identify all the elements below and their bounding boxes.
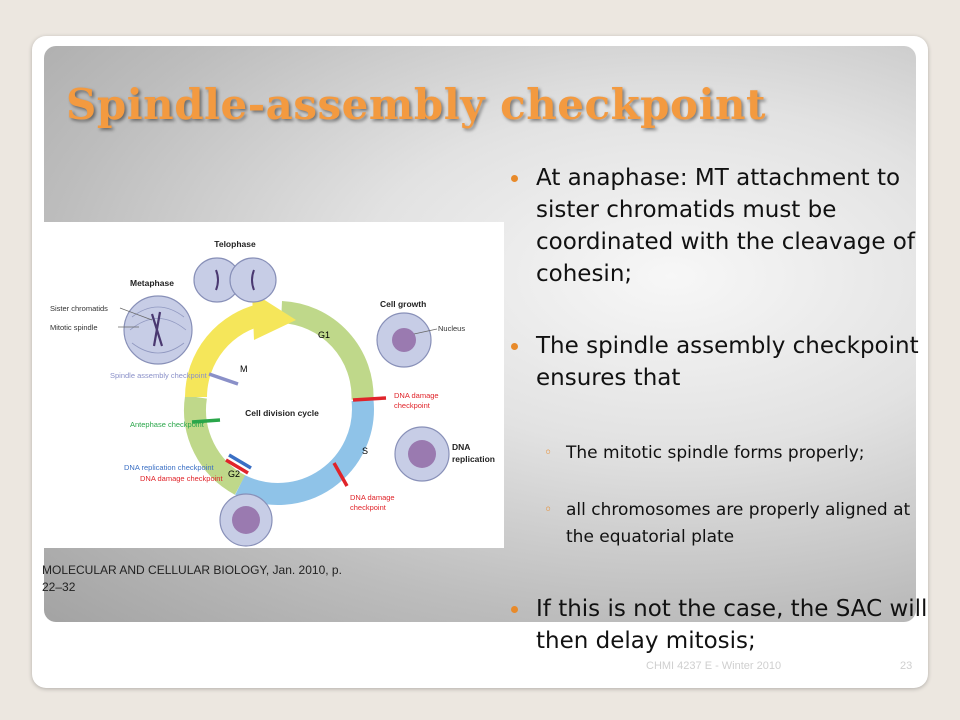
bullet-dot-icon xyxy=(511,606,518,613)
slide-page-number: 23 xyxy=(900,660,913,672)
telophase-cell-icon xyxy=(193,257,277,303)
dna-damage-checkpoint-tick-g1 xyxy=(352,396,387,402)
cell-cycle-figure: G1 S G2 M Cell division cycle Telophase … xyxy=(44,222,504,548)
s-phase-segment xyxy=(235,398,374,505)
sub-bullet-item: ◦ The mitotic spindle forms properly; xyxy=(510,440,940,467)
phase-label-m: M xyxy=(240,364,248,374)
phase-label-g1: G1 xyxy=(318,330,330,340)
dna-damage-g1-label-line2: checkpoint xyxy=(394,401,431,410)
dna-damage-checkpoint-tick-s xyxy=(332,462,349,487)
bullet-list: At anaphase: MT attachment to sister chr… xyxy=(510,162,940,657)
bullet-text: The spindle assembly checkpoint ensures … xyxy=(536,333,919,391)
sister-chromatids-label: Sister chromatids xyxy=(50,304,108,313)
antephase-checkpoint-tick xyxy=(191,418,221,424)
sub-bullet-ring-icon: ◦ xyxy=(544,445,553,461)
sub-bullet-text: The mitotic spindle forms properly; xyxy=(566,443,865,463)
dna-replication-cell-icon xyxy=(394,426,450,482)
g2-cell-icon xyxy=(219,493,273,547)
dna-replication-checkpoint-label: DNA replication checkpoint xyxy=(124,463,215,472)
telophase-label: Telophase xyxy=(214,239,256,249)
dna-replication-label-line2: replication xyxy=(452,454,495,464)
phase-label-g2: G2 xyxy=(228,469,240,479)
figure-citation: MOLECULAR AND CELLULAR BIOLOGY, Jan. 201… xyxy=(42,563,342,594)
dna-damage-s-label-line1: DNA damage xyxy=(350,493,395,502)
metaphase-label: Metaphase xyxy=(130,278,174,288)
spindle-checkpoint-label: Spindle assembly checkpoint xyxy=(110,371,208,380)
bullet-item: If this is not the case, the SAC will th… xyxy=(510,593,940,657)
sub-bullet-ring-icon: ◦ xyxy=(544,502,553,518)
g1-phase-segment xyxy=(280,301,374,401)
cell-cycle-diagram: G1 S G2 M Cell division cycle Telophase … xyxy=(50,239,495,547)
mitotic-spindle-label: Mitotic spindle xyxy=(50,323,98,332)
m-phase-segment xyxy=(185,303,267,398)
dna-damage-s-label-line2: checkpoint xyxy=(350,503,387,512)
metaphase-cell-icon xyxy=(123,295,193,365)
bullet-item: At anaphase: MT attachment to sister chr… xyxy=(510,162,940,290)
antephase-checkpoint-label: Antephase checkpoint xyxy=(130,420,205,429)
bullet-dot-icon xyxy=(511,175,518,182)
bullet-item: The spindle assembly checkpoint ensures … xyxy=(510,330,940,394)
bullet-text: At anaphase: MT attachment to sister chr… xyxy=(536,165,915,287)
phase-label-s: S xyxy=(362,446,368,456)
dna-replication-checkpoint-tick xyxy=(228,453,252,470)
cell-growth-label: Cell growth xyxy=(380,299,426,309)
bullet-text: If this is not the case, the SAC will th… xyxy=(536,596,928,654)
nucleus-label: Nucleus xyxy=(438,324,465,333)
cell-growth-icon xyxy=(376,312,432,368)
dna-replication-label-line1: DNA xyxy=(452,442,470,452)
cycle-center-label: Cell division cycle xyxy=(245,408,319,418)
sister-chromatids-pointer xyxy=(119,307,153,321)
sub-bullet-item: ◦ all chromosomes are properly aligned a… xyxy=(510,497,940,551)
dna-damage-g1-label-line1: DNA damage xyxy=(394,391,439,400)
spindle-checkpoint-tick xyxy=(208,372,239,386)
nucleus-pointer xyxy=(413,328,438,335)
dna-damage-checkpoint-label-left: DNA damage checkpoint xyxy=(140,474,223,483)
g2-phase-segment xyxy=(184,395,246,495)
slide-footer: CHMI 4237 E - Winter 2010 xyxy=(646,660,782,672)
sub-bullet-text: all chromosomes are properly aligned at … xyxy=(566,500,911,547)
cycle-arrowhead xyxy=(252,292,296,340)
slide-title: Spindle-assembly checkpoint xyxy=(66,80,766,129)
bullet-dot-icon xyxy=(511,343,518,350)
dna-damage-checkpoint-tick-left xyxy=(225,458,249,475)
